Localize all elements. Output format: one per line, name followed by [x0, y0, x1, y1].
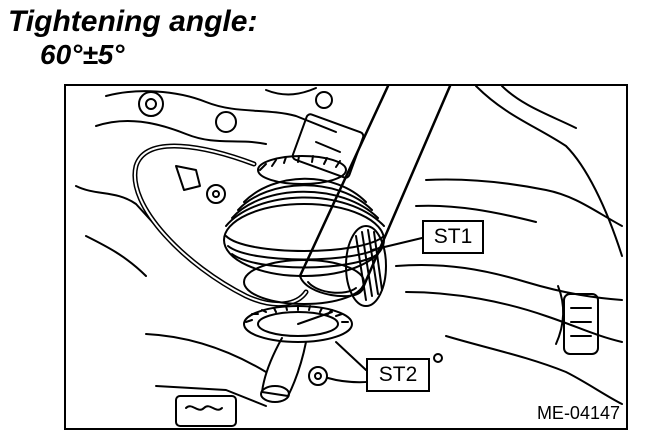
engine-block-outline — [75, 87, 337, 277]
crank-pulley — [223, 177, 385, 305]
tightening-angle-heading: Tightening angle: 60°±5° — [8, 4, 257, 70]
st1-callout: ST1 — [422, 220, 484, 254]
angle-gauge-handle — [260, 337, 307, 403]
protractor-dial — [243, 305, 353, 343]
socket-wrench-shaft — [298, 86, 452, 307]
transmission-outline — [395, 86, 623, 405]
tightening-angle-value: 60°±5° — [40, 39, 125, 70]
st2-callout: ST2 — [366, 358, 430, 392]
tightening-angle-label: Tightening angle: — [8, 5, 258, 38]
tool-setup-drawing — [75, 86, 623, 427]
technical-illustration: ST1 ST2 ME-04147 — [64, 84, 628, 430]
st2-leader-line — [335, 341, 367, 371]
st1-leader-line — [371, 237, 423, 251]
figure-id-label: ME-04147 — [536, 403, 620, 423]
